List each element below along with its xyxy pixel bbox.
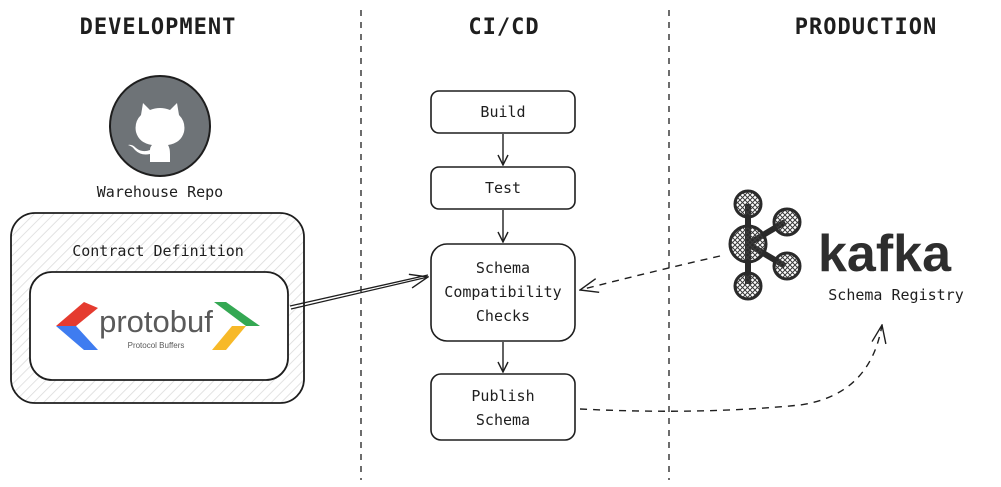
kafka-logo-icon <box>728 189 802 301</box>
contract-title: Contract Definition <box>72 242 244 260</box>
build-label: Build <box>480 103 525 121</box>
schema-checks-line-1: Schema <box>476 259 530 277</box>
protobuf-logo-subtext: Protocol Buffers <box>128 341 185 350</box>
arrow-kafka-to-checks <box>580 255 721 290</box>
arrow-contract-to-checks <box>289 275 428 310</box>
schema-registry-label: Schema Registry <box>828 286 963 304</box>
publish-schema-box <box>430 373 576 441</box>
publish-schema-line-1: Publish <box>471 387 534 405</box>
kafka-logo-text: kafka <box>818 225 952 283</box>
heading-cicd: CI/CD <box>468 15 539 40</box>
github-icon <box>109 75 211 177</box>
test-label: Test <box>485 179 521 197</box>
publish-schema-line-2: Schema <box>476 411 530 429</box>
protobuf-logo-card: protobuf Protocol Buffers <box>29 271 289 381</box>
protobuf-logo-text: protobuf <box>99 304 213 339</box>
arrow-publish-to-registry <box>579 325 882 412</box>
heading-production: PRODUCTION <box>795 15 937 40</box>
heading-development: DEVELOPMENT <box>80 15 237 40</box>
test-box <box>430 166 576 210</box>
schema-checks-line-2: Compatibility <box>444 283 561 301</box>
build-box <box>430 90 576 134</box>
schema-checks-line-3: Checks <box>476 307 530 325</box>
schema-checks-box <box>430 243 576 342</box>
repo-label: Warehouse Repo <box>97 183 223 201</box>
